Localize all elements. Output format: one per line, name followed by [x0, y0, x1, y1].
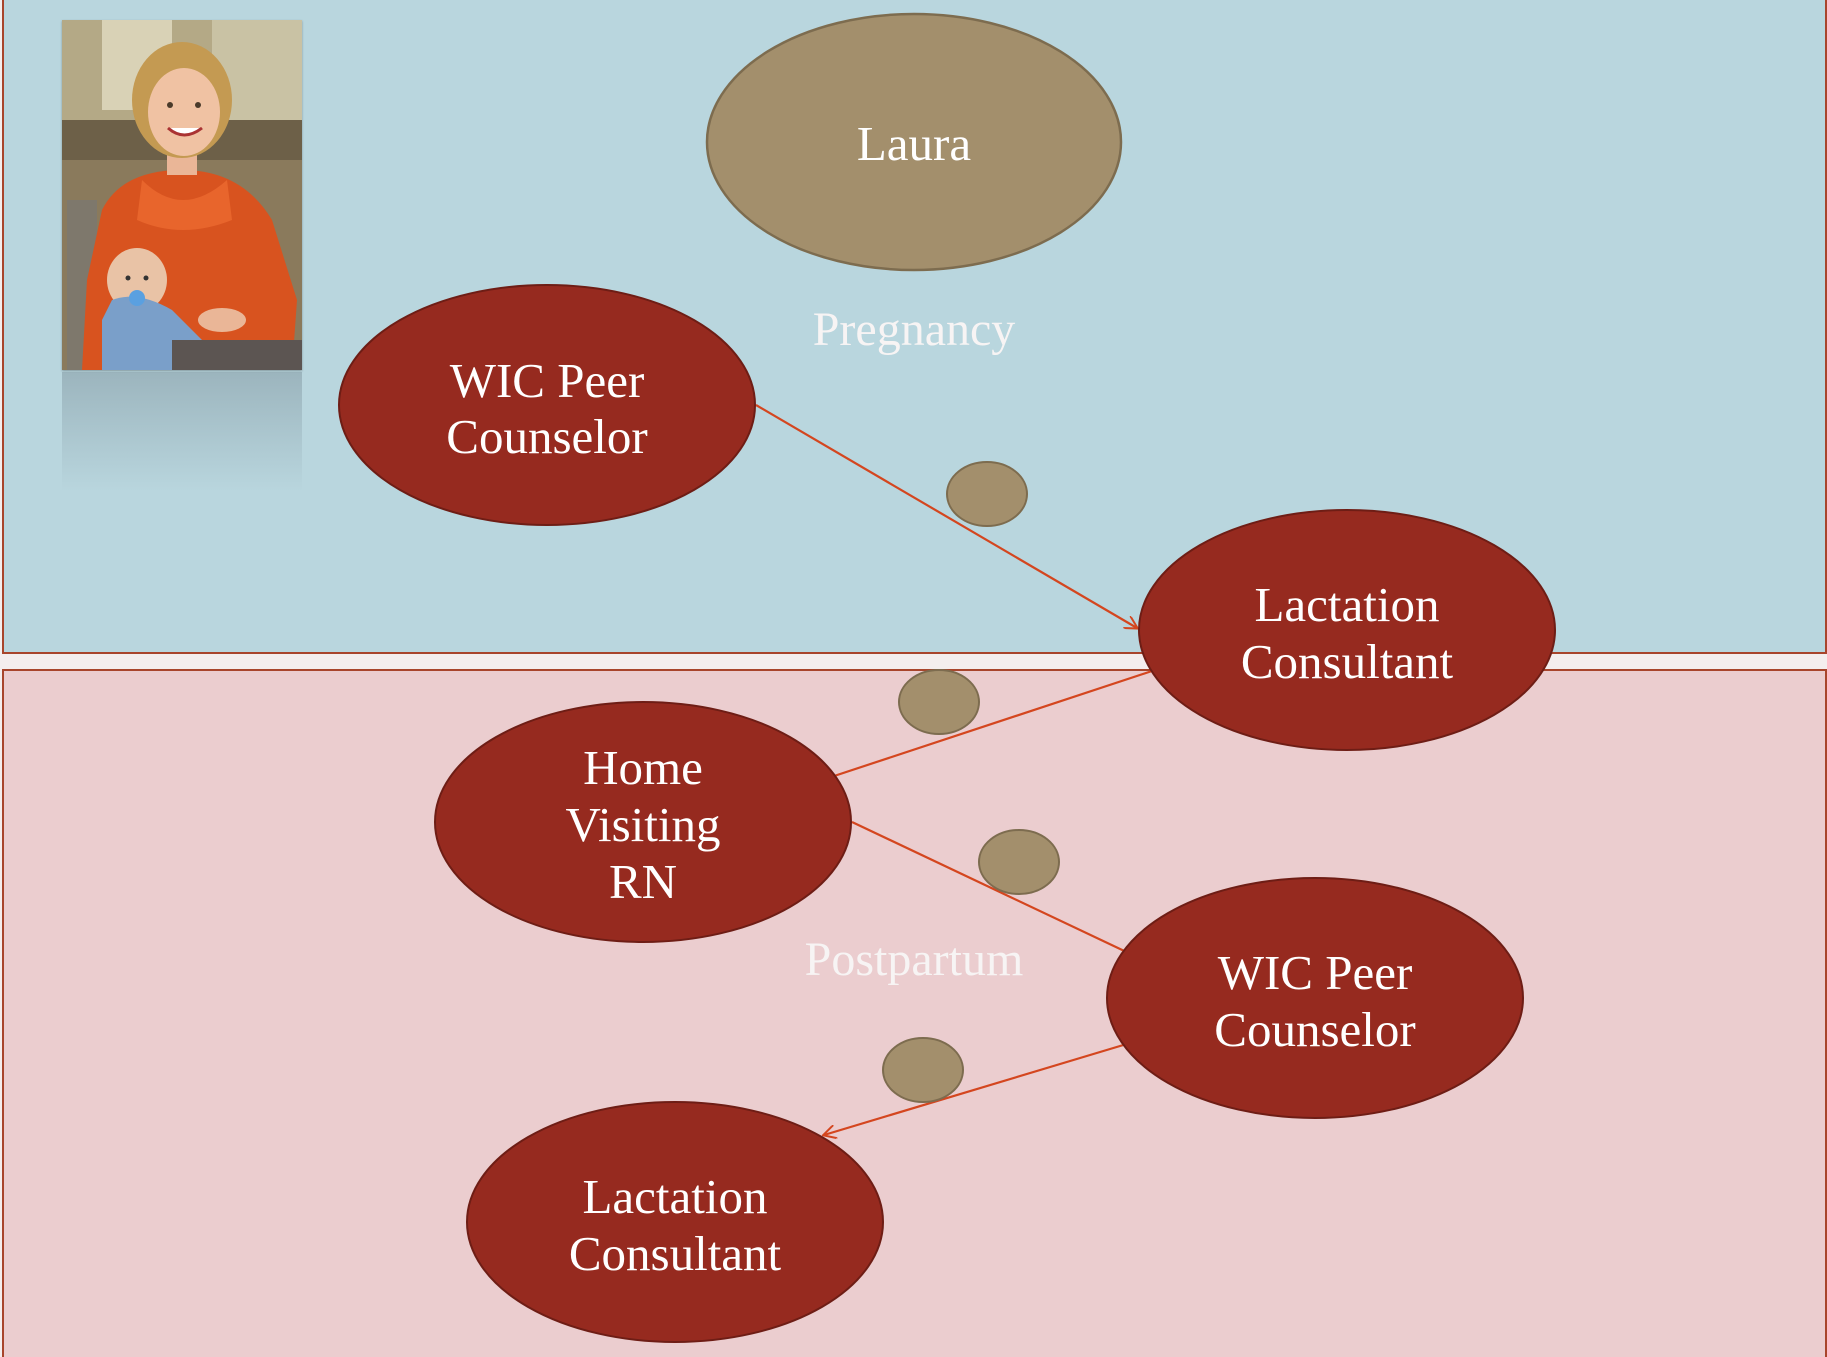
arrow-lactation1-to-home-rn — [822, 669, 1153, 780]
node-label-line: Counselor — [446, 409, 647, 464]
node-lactation-consultant-pregnancy: Lactation Consultant — [1138, 509, 1556, 751]
node-label-line: Consultant — [1241, 634, 1454, 689]
phase-label-postpartum: Postpartum — [805, 933, 1024, 986]
phase-label-pregnancy: Pregnancy — [813, 303, 1016, 356]
node-label-line: Home — [583, 740, 703, 795]
node-home-visiting-rn: Home Visiting RN — [434, 701, 852, 943]
node-label-line: Visiting — [566, 797, 721, 852]
arrow-home-rn-to-wic2 — [851, 821, 1137, 957]
connector-dot — [882, 1037, 964, 1103]
photo-frame — [62, 20, 302, 370]
connector-dot — [898, 669, 980, 735]
postpartum-panel — [2, 669, 1827, 1357]
node-label-line: WIC Peer — [450, 353, 645, 408]
photo-mother-and-baby — [62, 20, 302, 492]
photo-illustration — [62, 20, 302, 370]
connector-dot — [946, 461, 1028, 527]
node-laura-label: Laura — [857, 116, 971, 171]
node-label-line: Counselor — [1214, 1002, 1415, 1057]
node-wic-peer-counselor-pregnancy: WIC Peer Counselor — [338, 284, 756, 526]
node-label-line: RN — [609, 854, 677, 909]
photo-reflection — [62, 372, 302, 492]
node-wic-peer-counselor-postpartum: WIC Peer Counselor — [1106, 877, 1524, 1119]
arrow-wic1-to-lactation1 — [755, 404, 1137, 628]
connector-dot — [978, 829, 1060, 895]
node-label-line: Consultant — [569, 1226, 782, 1281]
node-lactation-consultant-postpartum: Lactation Consultant — [466, 1101, 884, 1343]
node-label-line: Lactation — [582, 1169, 767, 1224]
node-label-line: Lactation — [1254, 577, 1439, 632]
arrow-wic2-to-lactation2 — [824, 1038, 1141, 1135]
node-label-line: WIC Peer — [1218, 945, 1413, 1000]
node-laura: Laura — [705, 12, 1123, 272]
